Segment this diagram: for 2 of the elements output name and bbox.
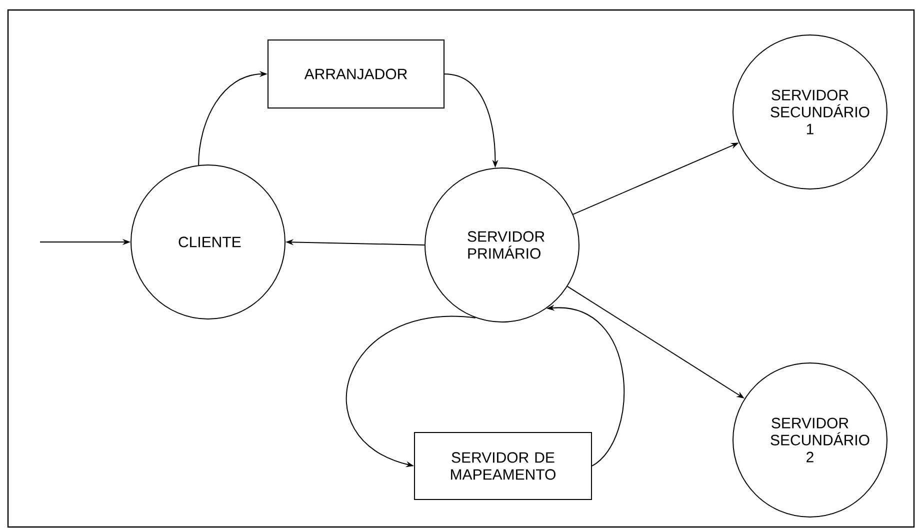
process-box: ARRANJADOR bbox=[268, 40, 444, 108]
process-box: SERVIDOR DE MAPEAMENTO bbox=[414, 432, 592, 500]
